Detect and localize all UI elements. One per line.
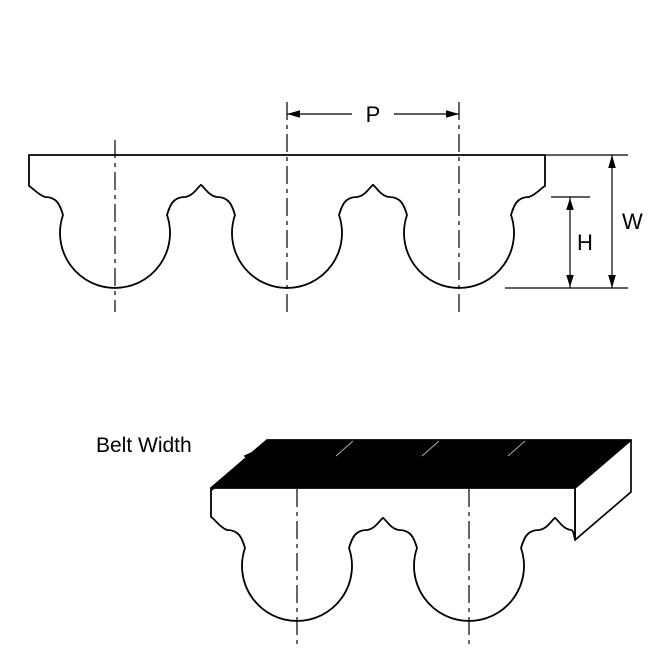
belt-width-annotation: Belt Width [96, 434, 256, 491]
pitch-label: P [366, 102, 381, 127]
width-arrowhead-bottom [608, 275, 616, 288]
profile-view: P W H [28, 102, 643, 312]
pitch-arrowhead-right [446, 110, 459, 118]
belt-front-face-profile [210, 487, 576, 622]
top-face-seam-line [507, 440, 526, 457]
belt-width-label: Belt Width [96, 434, 192, 457]
top-face-seam-line [335, 440, 354, 457]
belt-width-arrow-line [211, 458, 247, 491]
belt-width-arrowhead [243, 450, 256, 462]
belt-top-face [210, 439, 632, 489]
pitch-arrowhead-left [287, 110, 300, 118]
width-dimension: W [505, 154, 643, 289]
width-label: W [622, 209, 643, 234]
height-arrowhead-top [566, 198, 574, 210]
height-label: H [577, 230, 593, 255]
pitch-dimension: P [287, 102, 459, 127]
top-face-seam-line [421, 440, 440, 457]
height-dimension: H [551, 196, 593, 288]
height-arrowhead-bottom [566, 275, 574, 287]
isometric-view: Belt Width [96, 434, 632, 645]
width-arrowhead-top [608, 155, 616, 168]
